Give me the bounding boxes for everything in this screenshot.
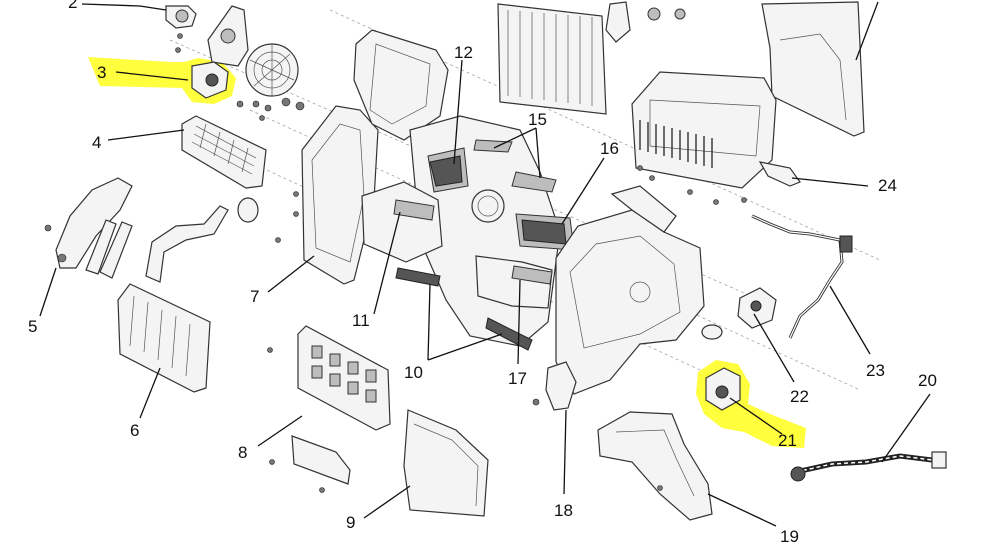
part-17-lower-door xyxy=(475,255,553,309)
part-3-actuator xyxy=(191,61,229,99)
callout-3: 3 xyxy=(97,63,106,82)
leader-6 xyxy=(139,367,161,419)
leader-20 xyxy=(881,393,931,463)
callout-16: 16 xyxy=(600,139,619,158)
evaporator-core xyxy=(497,3,607,115)
leader-3 xyxy=(115,71,189,81)
leader-12 xyxy=(453,59,463,165)
part-6-heater-core xyxy=(117,283,211,393)
leader-10b xyxy=(427,333,503,361)
part-22-actuator xyxy=(701,287,777,340)
housing-right xyxy=(555,185,705,395)
housing-top xyxy=(353,29,449,141)
callout-6: 6 xyxy=(130,421,139,440)
leader-9 xyxy=(363,485,411,519)
leader-18 xyxy=(563,409,567,495)
callout-4: 4 xyxy=(92,133,101,152)
callout-5: 5 xyxy=(28,317,37,336)
leader-5 xyxy=(39,267,57,317)
leader-17 xyxy=(517,279,521,365)
leader-21 xyxy=(729,397,783,435)
callout-11: 11 xyxy=(352,311,370,330)
leader-top-right xyxy=(855,1,879,61)
part-24-case xyxy=(631,71,801,189)
leader-15b xyxy=(535,127,541,179)
part-16-mode-door xyxy=(515,213,575,251)
callout-12: 12 xyxy=(454,43,473,62)
callout-10: 10 xyxy=(404,363,423,382)
leader-8 xyxy=(257,415,303,447)
screws-cluster xyxy=(175,33,305,121)
callout-24: 24 xyxy=(878,176,897,195)
callout-2: 2 xyxy=(68,0,77,12)
foam-strips xyxy=(85,219,133,279)
part-5-bracket xyxy=(44,177,133,269)
part-2-bracket xyxy=(165,5,197,29)
part-23-harness xyxy=(751,214,853,339)
leader-4 xyxy=(107,129,185,141)
callout-15: 15 xyxy=(528,110,547,129)
part-15-doors xyxy=(473,139,557,193)
mounting-plate xyxy=(207,5,249,67)
part-20-wiring xyxy=(790,451,947,482)
blower-fan xyxy=(245,43,299,97)
leader-10a xyxy=(427,283,431,361)
callout-21: 21 xyxy=(778,431,797,450)
leader-7 xyxy=(267,255,315,293)
expansion-valve-tubes xyxy=(605,1,686,43)
assembly-guide-lines xyxy=(169,9,881,391)
leader-2 xyxy=(81,3,167,11)
part-11-inner-duct xyxy=(361,181,443,263)
leader-24 xyxy=(791,177,869,187)
callout-23: 23 xyxy=(866,361,885,380)
callout-22: 22 xyxy=(790,387,809,406)
heater-pipes xyxy=(145,197,259,283)
callout-19: 19 xyxy=(780,527,799,546)
leader-23 xyxy=(829,285,871,355)
leader-19 xyxy=(707,493,777,527)
callout-17: 17 xyxy=(508,369,527,388)
leader-16 xyxy=(561,157,605,225)
callout-9: 9 xyxy=(346,513,355,532)
leader-22 xyxy=(753,313,795,383)
scattered-screws xyxy=(275,165,747,493)
part-9-cover xyxy=(403,409,489,517)
callout-20: 20 xyxy=(918,371,937,390)
callout-7: 7 xyxy=(250,287,259,306)
part-4-filter xyxy=(181,115,267,189)
part-8-grille xyxy=(267,325,391,485)
part-10-temp-doors xyxy=(395,267,533,351)
cover-panel-top-right xyxy=(761,1,865,137)
leader-15a xyxy=(493,127,537,149)
callout-8: 8 xyxy=(238,443,247,462)
part-19-duct xyxy=(597,411,713,521)
callout-18: 18 xyxy=(554,501,573,520)
leader-11 xyxy=(373,211,401,315)
part-18-drain xyxy=(532,361,577,411)
